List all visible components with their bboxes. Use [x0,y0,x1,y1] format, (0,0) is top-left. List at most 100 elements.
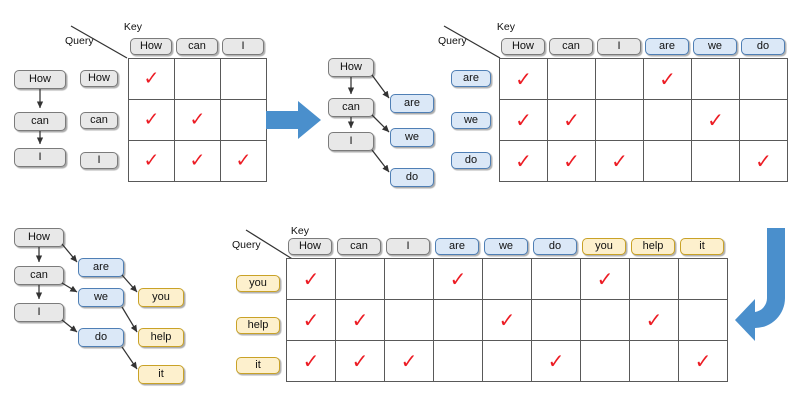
step3-cell-it-can: ✓ [336,341,385,382]
step2-cell-do-How: ✓ [500,141,548,182]
mid-out-are: are [390,94,434,113]
step1-cell-How-can [175,59,221,100]
step2-cell-we-can: ✓ [548,100,596,141]
step3-cell-it-I: ✓ [385,341,434,382]
bl-node-i: I [14,303,64,322]
checkmark-icon: ✓ [143,108,160,131]
bl-node-do: do [78,328,124,347]
bm-query-help: help [236,317,280,334]
step2-cell-do-can: ✓ [548,141,596,182]
step1-cell-can-can: ✓ [175,100,221,141]
step1-cell-I-How: ✓ [129,141,175,182]
checkmark-icon: ✓ [498,308,516,332]
key-query-corner-label: Key Query [65,21,143,62]
checkmark-icon: ✓ [449,267,467,291]
checkmark-icon: ✓ [351,349,369,373]
mid-out-do: do [390,168,434,187]
checkmark-icon: ✓ [694,349,712,373]
step3-cell-it-we [483,341,532,382]
step3-cell-help-do [532,300,581,341]
step3-cell-it-How: ✓ [287,341,336,382]
step2-cell-are-we [692,59,740,100]
step1-cell-can-How: ✓ [129,100,175,141]
step2-cell-are-How: ✓ [500,59,548,100]
step3-cell-you-How: ✓ [287,259,336,300]
tr-query-are: are [451,70,491,87]
step3-cell-it-help [630,341,679,382]
checkmark-icon: ✓ [596,267,614,291]
mid-node-i: I [328,132,374,151]
step3-cell-help-we: ✓ [483,300,532,341]
bm-query-you: you [236,275,280,292]
key-axis-label-3: Key [290,225,309,237]
tree-node-i: I [14,148,66,167]
bl-node-are: are [78,258,124,277]
bm-key-are: are [435,238,479,255]
checkmark-icon: ✓ [351,308,369,332]
checkmark-icon: ✓ [611,149,628,173]
bm-key-can: can [337,238,381,255]
bottom-left-tree-arrows [35,243,138,370]
step1-cell-How-How: ✓ [129,59,175,100]
mid-node-how: How [328,58,374,77]
step2-cell-do-I: ✓ [596,141,644,182]
query-axis-label-2: Query [438,35,467,47]
bl-node-we: we [78,288,124,307]
checkmark-icon: ✓ [302,308,320,332]
step2-cell-we-I [596,100,644,141]
step1-cell-I-I: ✓ [221,141,267,182]
attention-grid-step1: ✓✓✓✓✓✓ [128,58,267,182]
checkmark-icon: ✓ [143,149,160,172]
attention-grid-step2: ✓✓✓✓✓✓✓✓✓ [499,58,788,182]
step3-cell-help-it [679,300,728,341]
bm-key-i: I [386,238,430,255]
key-query-corner-label-2: Key Query [438,21,516,62]
checkmark-icon: ✓ [515,108,532,132]
step2-cell-do-do: ✓ [740,141,788,182]
step3-cell-you-I [385,259,434,300]
checkmark-icon: ✓ [547,349,565,373]
checkmark-icon: ✓ [189,108,206,131]
bm-key-you: you [582,238,626,255]
checkmark-icon: ✓ [563,149,580,173]
step2-cell-we-How: ✓ [500,100,548,141]
tl-query-i: I [80,152,118,169]
tr-key-can: can [549,38,593,55]
step2-cell-we-are [644,100,692,141]
step3-cell-you-help [630,259,679,300]
top-left-tree-arrows [36,89,44,145]
bl-node-can: can [14,266,64,285]
step-right-arrow-icon [266,101,321,139]
checkmark-icon: ✓ [707,108,724,132]
tr-query-we: we [451,112,491,129]
checkmark-icon: ✓ [515,67,532,91]
bm-key-help: help [631,238,675,255]
checkmark-icon: ✓ [235,149,252,172]
tr-key-do: do [741,38,785,55]
query-axis-label: Query [65,35,94,47]
step3-cell-help-How: ✓ [287,300,336,341]
tl-query-how: How [80,70,118,87]
step3-cell-help-I [385,300,434,341]
tl-key-can: can [176,38,218,55]
checkmark-icon: ✓ [755,149,772,173]
step3-cell-you-are: ✓ [434,259,483,300]
checkmark-icon: ✓ [563,108,580,132]
step3-cell-it-do: ✓ [532,341,581,382]
step-wrap-arrow-icon [735,228,785,341]
checkmark-icon: ✓ [645,308,663,332]
step2-cell-do-we [692,141,740,182]
tr-key-we: we [693,38,737,55]
tr-query-do: do [451,152,491,169]
key-axis-label: Key [123,21,142,33]
tr-key-i: I [597,38,641,55]
step3-cell-it-are [434,341,483,382]
tree-node-how: How [14,70,66,89]
step3-cell-help-you [581,300,630,341]
step2-cell-we-do [740,100,788,141]
bm-key-how: How [288,238,332,255]
step3-cell-you-we [483,259,532,300]
tr-key-how: How [501,38,545,55]
key-axis-label-2: Key [496,21,515,33]
checkmark-icon: ✓ [515,149,532,173]
